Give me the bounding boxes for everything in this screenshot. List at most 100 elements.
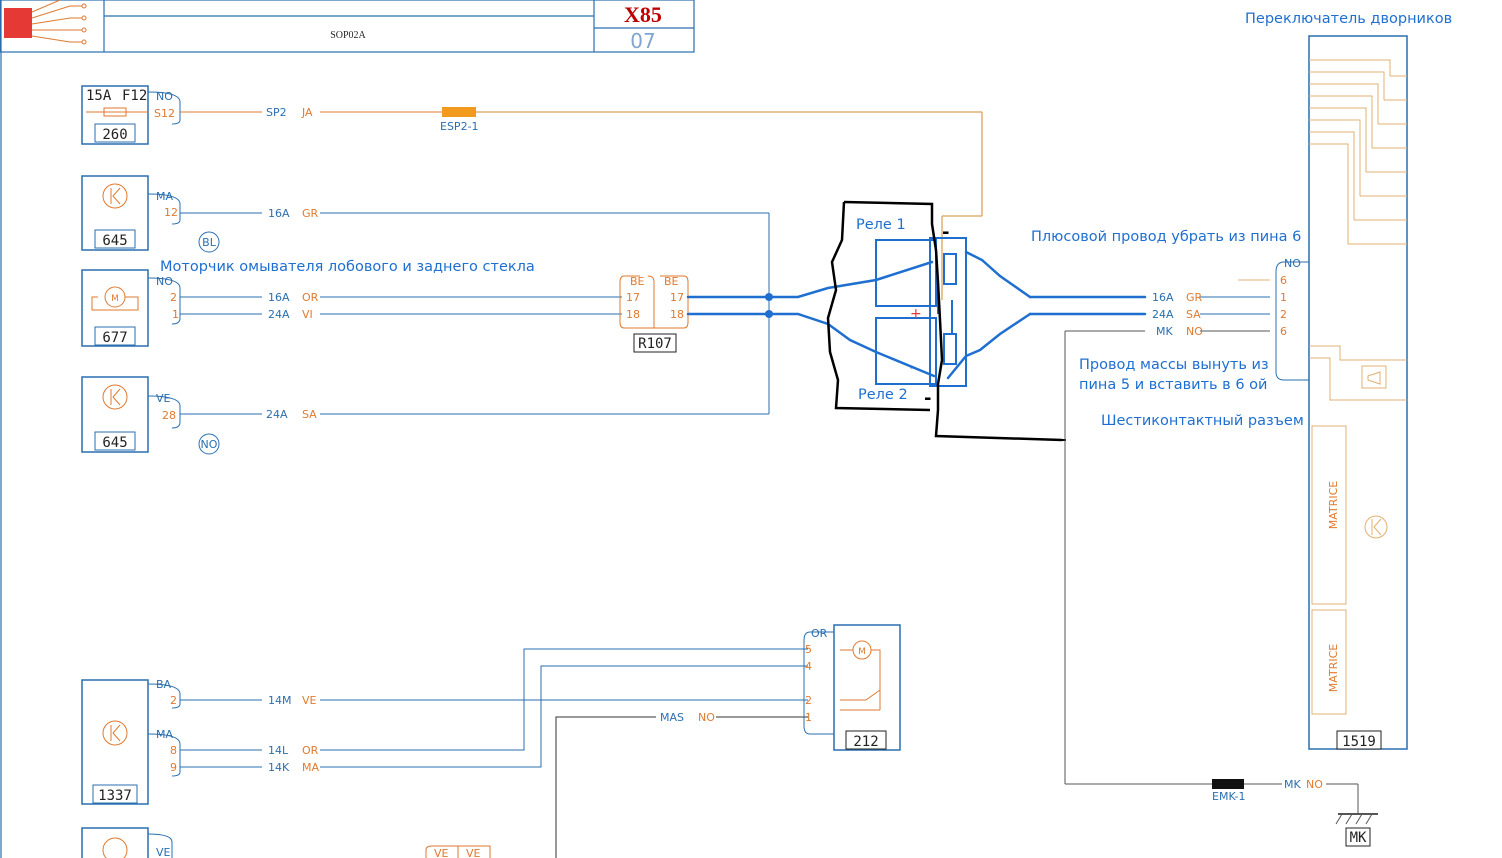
c212-color: OR: [811, 627, 828, 640]
label-645-bottom: 645: [102, 435, 127, 451]
c1519-pin2: 2: [1280, 308, 1287, 321]
junction-dot-1: [765, 293, 773, 301]
ground-wire-annotation-1: Провод массы вынуть из: [1079, 357, 1269, 373]
r107-pin18-left: 18: [626, 308, 640, 321]
w11-code: 14K: [268, 761, 290, 774]
washer-motor-annotation: Моторчик омывателя лобового и заднего ст…: [160, 259, 535, 275]
c677-color: NO: [156, 275, 173, 288]
label-212: 212: [853, 734, 878, 750]
w12-color: NO: [698, 711, 715, 724]
label-260: 260: [102, 127, 127, 143]
r107-left-color: BE: [630, 275, 645, 288]
label-r107: R107: [638, 336, 672, 352]
relay-outline-black: [826, 200, 1063, 442]
c645b-color: VE: [156, 392, 171, 405]
relay-2-label: Реле 2: [858, 387, 908, 403]
component-bottom-partial: [81, 827, 491, 858]
splice-emk: EMK-1: [1212, 790, 1245, 803]
bottom-left-ve: VE: [156, 846, 171, 858]
c212-pin1: 1: [805, 711, 812, 724]
w3-color: OR: [302, 291, 319, 304]
c1337-color-ba: BA: [156, 678, 172, 691]
w6-color: GR: [1186, 291, 1203, 304]
connector-logo: [4, 0, 87, 45]
c1519-pin6a: 6: [1280, 274, 1287, 287]
six-pin-annotation: Шестиконтактный разъем: [1101, 413, 1304, 429]
wire-sp2: [180, 107, 983, 300]
connector-r107: R107: [619, 275, 689, 353]
r107-pin17-left: 17: [626, 291, 640, 304]
label-677: 677: [102, 330, 127, 346]
c212-pin4: 4: [805, 660, 812, 673]
r107-pin17-right: 17: [670, 291, 684, 304]
w10-code: 14L: [268, 744, 289, 757]
w5-color: SA: [302, 408, 317, 421]
w3-code: 16A: [268, 291, 290, 304]
w10-color: OR: [302, 744, 319, 757]
c1519-pin6b: 6: [1280, 325, 1287, 338]
fuse-rating: 15A: [86, 88, 112, 104]
w5-code: 24A: [266, 408, 288, 421]
minus-sign-2: -: [910, 360, 915, 376]
w13-color: NO: [1306, 778, 1323, 791]
component-260: 15A F12 260: [81, 85, 149, 145]
splice-esp2: ESP2-1: [440, 120, 479, 133]
ground-wire-annotation-2: пина 5 и вставить в 6 ой: [1079, 377, 1267, 393]
r107-pin18-right: 18: [670, 308, 684, 321]
wiper-switch-annotation: Переключатель дворников: [1245, 11, 1452, 27]
w9-code: 14M: [268, 694, 292, 707]
c1519-color: NO: [1284, 257, 1301, 270]
wires-1337-212: [180, 648, 808, 858]
component-1337: 1337: [81, 679, 149, 805]
w7-color: SA: [1186, 308, 1201, 321]
title-block: [0, 0, 695, 858]
c1337-pin8: 8: [170, 744, 177, 757]
title-code: X85: [624, 2, 662, 27]
bottom-mid-ve-2: VE: [466, 847, 481, 858]
drawn-blue-wires: [686, 250, 1147, 380]
w12-code: MAS: [660, 711, 684, 724]
w6-code: 16A: [1152, 291, 1174, 304]
c677-pin2: 2: [170, 291, 177, 304]
c1519-pin1: 1: [1280, 291, 1287, 304]
fuse-id: F12: [122, 88, 147, 104]
label-1519: 1519: [1342, 734, 1376, 750]
label-1337: 1337: [98, 788, 132, 804]
c1337-color-ma: MA: [156, 728, 173, 741]
w13-code: MK: [1284, 778, 1301, 791]
svg-text:M: M: [111, 294, 119, 304]
w7-code: 24A: [1152, 308, 1174, 321]
sheet-number: 07: [630, 29, 655, 53]
plus-wire-annotation: Плюсовой провод убрать из пина 6: [1031, 229, 1301, 245]
c645b-pin: 28: [162, 409, 176, 422]
w4-code: 24A: [268, 308, 290, 321]
w2-color: GR: [302, 207, 319, 220]
w1-color: JA: [301, 106, 313, 119]
w8-code: MK: [1156, 325, 1173, 338]
bl-marker: BL: [202, 236, 217, 249]
relay-block: [875, 237, 967, 387]
relay-1-label: Реле 1: [856, 217, 906, 233]
c260-color: NO: [156, 90, 173, 103]
minus-sign-1: -: [942, 222, 949, 243]
ground-mk: MK: [1350, 830, 1367, 846]
no-marker: NO: [201, 438, 218, 451]
c677-pin1: 1: [172, 308, 179, 321]
component-212: M 212: [803, 624, 901, 751]
wires-to-1519: [1064, 279, 1378, 847]
junction-dot-2: [765, 310, 773, 318]
matrice-label-2: MATRICE: [1327, 644, 1340, 692]
c260-pin: S12: [154, 107, 175, 120]
r107-right-color: BE: [664, 275, 679, 288]
c212-pin5: 5: [805, 643, 812, 656]
c645a-color: MA: [156, 190, 173, 203]
svg-text:M: M: [858, 647, 866, 657]
component-677: M 677: [81, 269, 149, 347]
minus-sign-3: -: [924, 388, 931, 409]
c1337-pin9: 9: [170, 761, 177, 774]
w8-color: NO: [1186, 325, 1203, 338]
bottom-mid-ve-1: VE: [434, 847, 449, 858]
c212-pin2: 2: [805, 694, 812, 707]
component-1519: 1519 MATRICE MATRICE: [1308, 35, 1408, 750]
w1-code: SP2: [266, 106, 287, 119]
